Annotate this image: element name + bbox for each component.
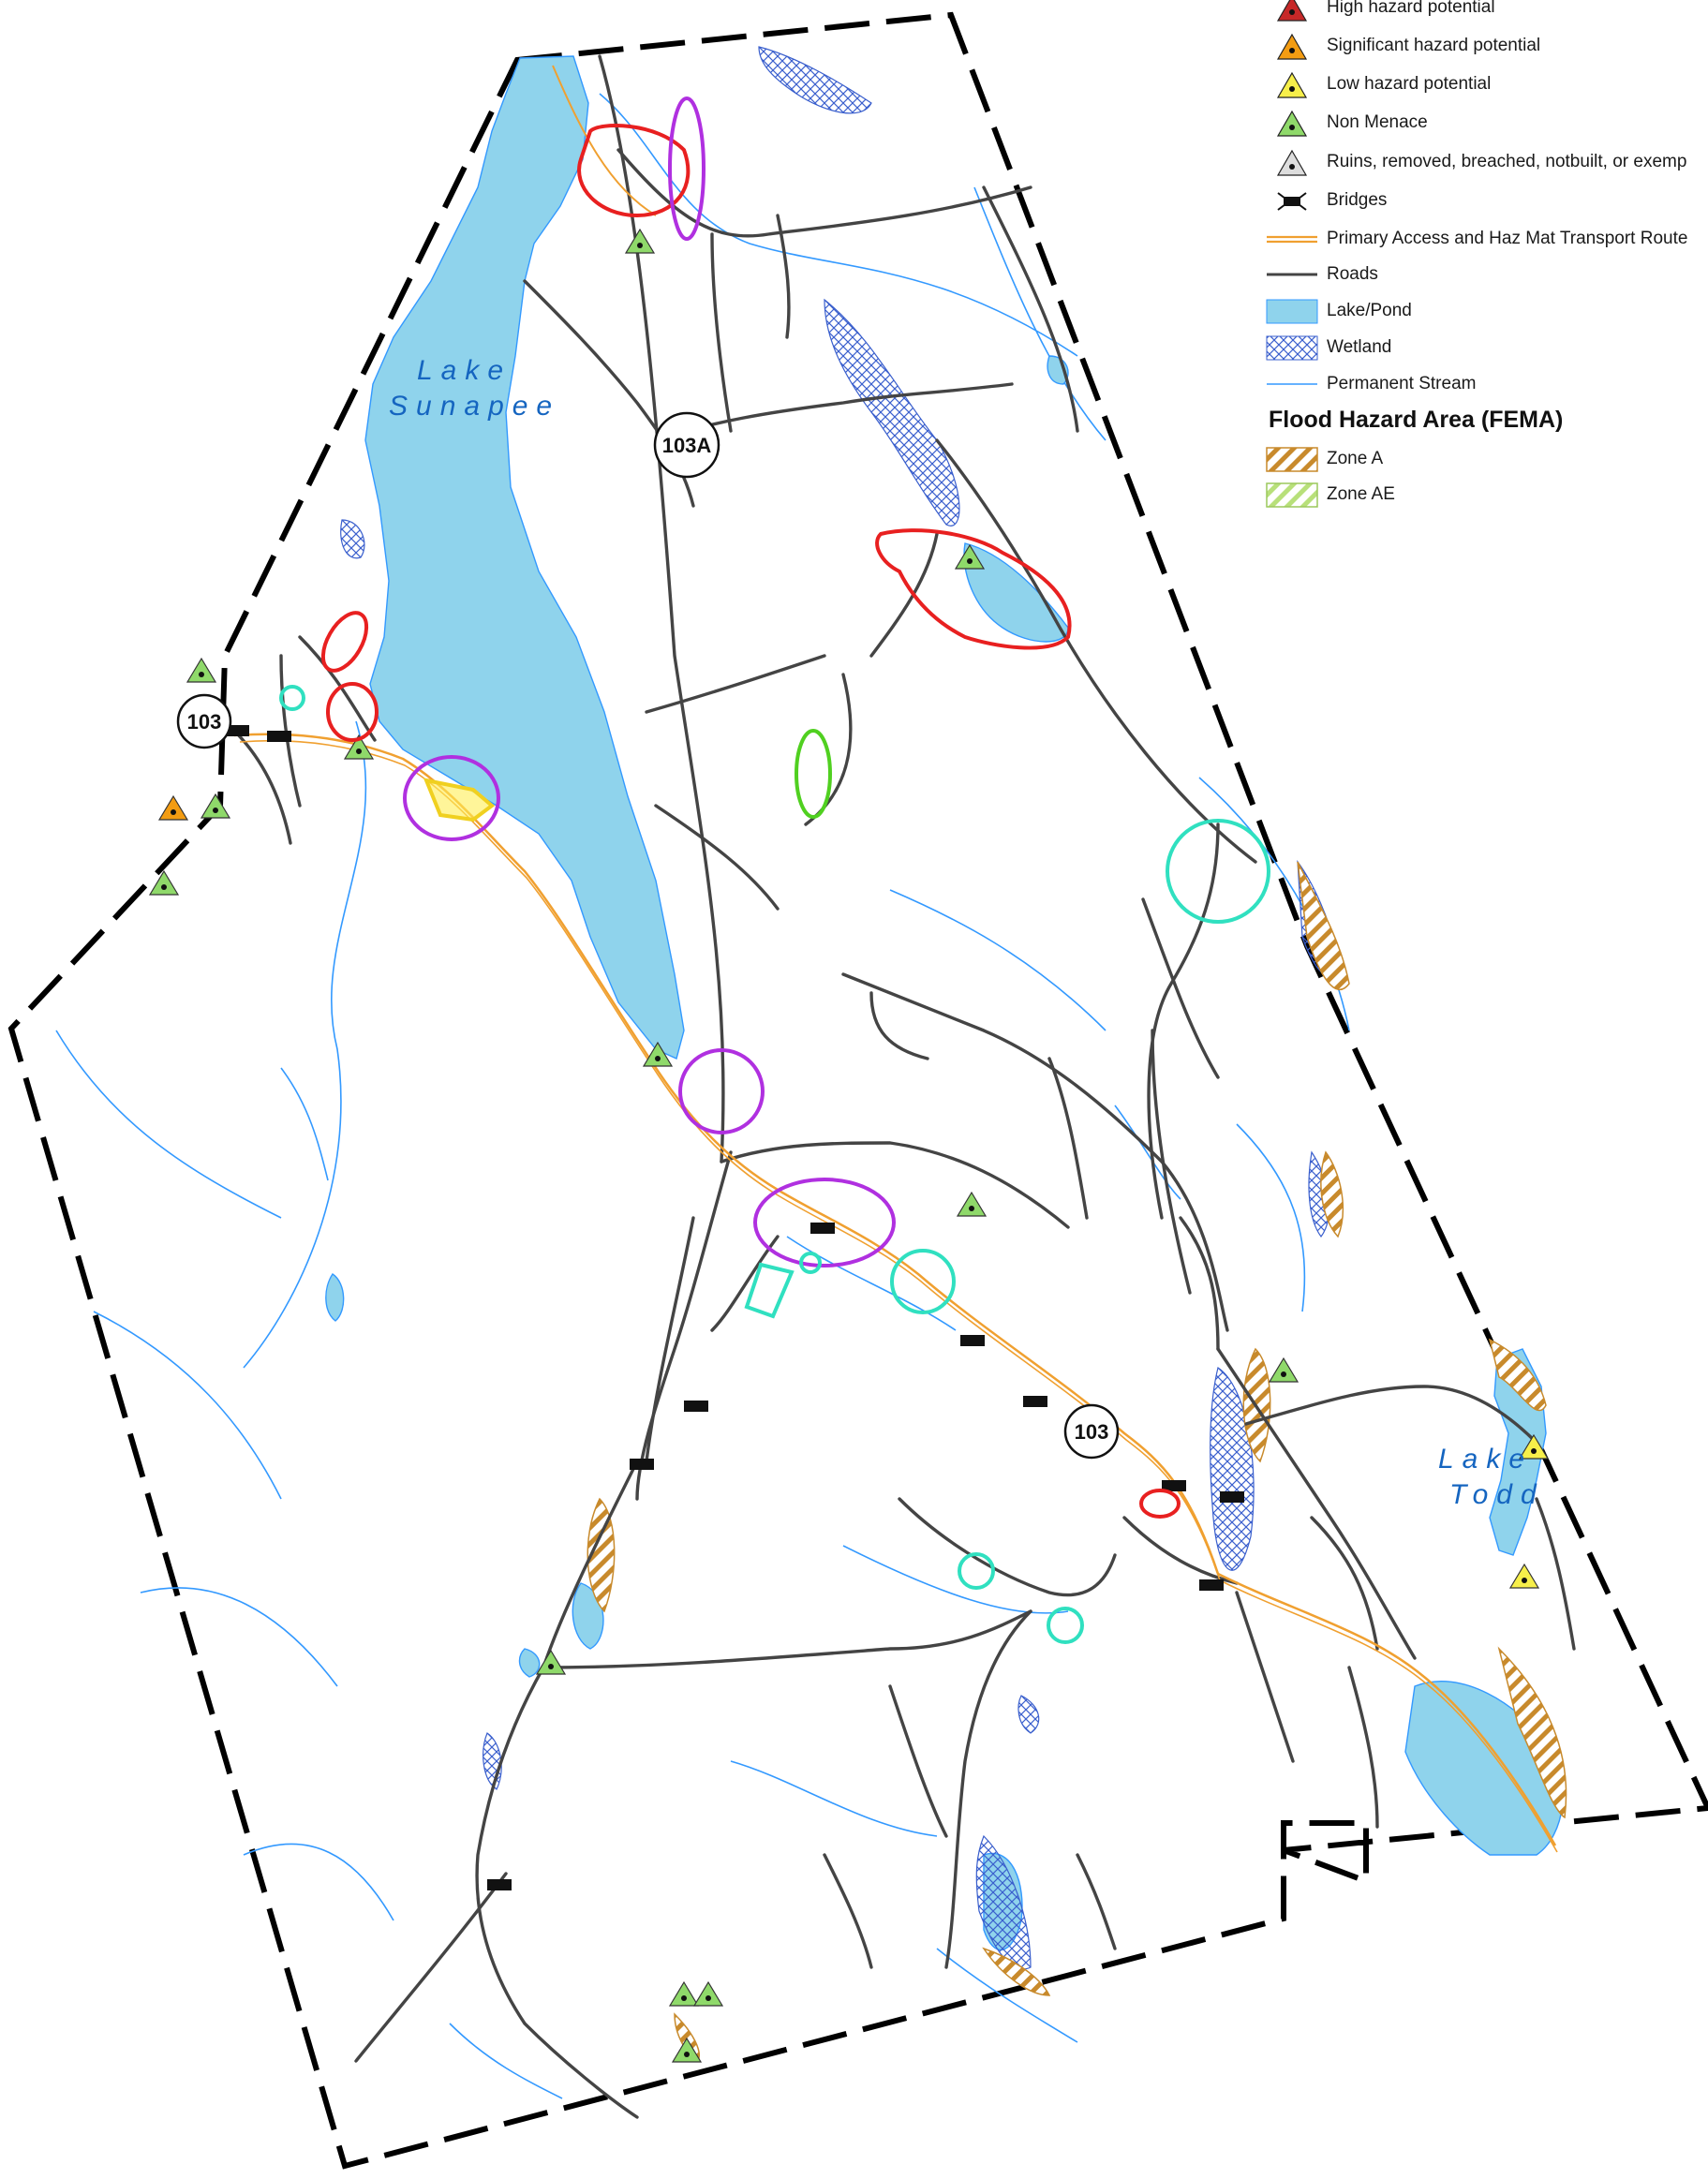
triangle-yellow-icon xyxy=(1508,1563,1540,1589)
red-hazard-area xyxy=(326,682,379,742)
teal-hazard-area xyxy=(958,1552,995,1590)
lake-swatch-icon xyxy=(1266,299,1318,324)
triangle-green-icon xyxy=(692,1980,724,2007)
legend-item-ruins: Ruins, removed, breached, notbuilt, or e… xyxy=(1265,145,1686,179)
red-hazard-area xyxy=(320,611,369,673)
triangle-green-icon xyxy=(148,869,180,896)
teal-hazard-area xyxy=(279,685,305,711)
flood-zones xyxy=(587,861,1567,2063)
bridge-icon xyxy=(1023,1396,1047,1407)
triangle-green-icon xyxy=(642,1041,674,1067)
legend-item-primary-route: Primary Access and Haz Mat Transport Rou… xyxy=(1265,222,1687,256)
teal-hazard-area xyxy=(1166,819,1270,924)
legend-item-significant-hazard: Significant hazard potential xyxy=(1265,29,1540,63)
hazard-annotations[interactable] xyxy=(279,96,1270,1644)
legend-item-permanent-stream: Permanent Stream xyxy=(1265,367,1476,401)
legend-item-zone-ae: Zone AE xyxy=(1265,478,1395,511)
triangle-gray-icon xyxy=(1276,149,1308,176)
legend-item-wetland: Wetland xyxy=(1265,331,1391,364)
svg-text:103: 103 xyxy=(187,710,222,734)
stream-line-icon xyxy=(1267,383,1317,385)
bridge-icon xyxy=(630,1459,654,1470)
triangle-green-icon xyxy=(954,543,986,570)
legend-item-bridges: Bridges xyxy=(1265,184,1387,217)
purple-hazard-area xyxy=(678,1048,765,1134)
legend-item-high-hazard: High hazard potential xyxy=(1265,0,1495,24)
purple-hazard-area xyxy=(403,755,500,841)
bridge-icon xyxy=(1162,1480,1186,1491)
bridge-icon xyxy=(1199,1579,1224,1591)
purple-hazard-area xyxy=(753,1178,896,1267)
route-line-icon xyxy=(1267,235,1317,244)
triangle-green-icon xyxy=(956,1191,988,1217)
triangle-yellow-icon xyxy=(1518,1433,1550,1460)
zone-a-swatch-icon xyxy=(1266,447,1318,472)
bridge-icon xyxy=(684,1401,708,1412)
bridges xyxy=(225,725,1244,1890)
red-hazard-area xyxy=(577,124,691,218)
route-shield-103: 103 xyxy=(1063,1403,1120,1460)
road-line-icon xyxy=(1267,273,1317,276)
triangle-green-icon xyxy=(343,734,375,760)
legend-item-low-hazard: Low hazard potential xyxy=(1265,67,1491,101)
triangle-green-icon xyxy=(200,793,231,819)
svg-text:103: 103 xyxy=(1075,1420,1109,1444)
teal-hazard-area xyxy=(890,1249,956,1314)
pond-north-east xyxy=(963,542,1069,643)
triangle-green-icon xyxy=(671,2037,703,2063)
yellow-hazard-area xyxy=(423,778,496,823)
zone-ae-swatch-icon xyxy=(1266,482,1318,508)
lake-sunapee-shape xyxy=(364,55,685,1060)
town-boundary xyxy=(7,11,1708,2170)
bridge-icon xyxy=(267,731,291,742)
route-shield-103a: 103A xyxy=(653,411,720,479)
bridge-icon xyxy=(487,1879,512,1890)
triangle-green-icon xyxy=(535,1649,567,1675)
bridge-icon xyxy=(960,1335,985,1346)
legend-item-roads: Roads xyxy=(1265,258,1378,291)
bridge-icon xyxy=(225,725,249,736)
triangle-orange-icon xyxy=(157,794,189,821)
route-shield-103: 103 xyxy=(176,693,232,749)
triangle-green-icon xyxy=(1268,1356,1300,1383)
dam-markers xyxy=(148,228,1550,2063)
teal-hazard-area xyxy=(1047,1607,1084,1644)
bridge-icon xyxy=(1277,192,1307,211)
legend-flood-title: Flood Hazard Area (FEMA) xyxy=(1269,407,1564,433)
green-hazard-area xyxy=(795,729,832,819)
red-hazard-area xyxy=(1139,1489,1181,1519)
triangle-orange-icon xyxy=(1276,33,1308,60)
teal-hazard-area xyxy=(744,1262,795,1319)
red-hazard-area xyxy=(875,528,1072,650)
teal-hazard-area xyxy=(799,1252,822,1274)
map-legend: High hazard potential Significant hazard… xyxy=(1265,0,1708,511)
triangle-red-icon xyxy=(1276,0,1308,22)
purple-hazard-area xyxy=(668,96,705,241)
svg-text:103A: 103A xyxy=(662,434,712,457)
triangle-yellow-icon xyxy=(1276,71,1308,98)
triangle-green-icon xyxy=(624,228,656,254)
bridge-icon xyxy=(810,1223,835,1234)
triangle-green-icon xyxy=(186,657,217,683)
legend-item-lake-pond: Lake/Pond xyxy=(1265,294,1412,328)
streams xyxy=(55,93,1350,2099)
bridge-icon xyxy=(1220,1491,1244,1503)
legend-item-non-menace: Non Menace xyxy=(1265,106,1428,140)
triangle-green-icon xyxy=(668,1980,700,2007)
triangle-green-icon xyxy=(1276,110,1308,137)
wetland-swatch-icon xyxy=(1266,335,1318,361)
legend-item-zone-a: Zone A xyxy=(1265,442,1383,476)
